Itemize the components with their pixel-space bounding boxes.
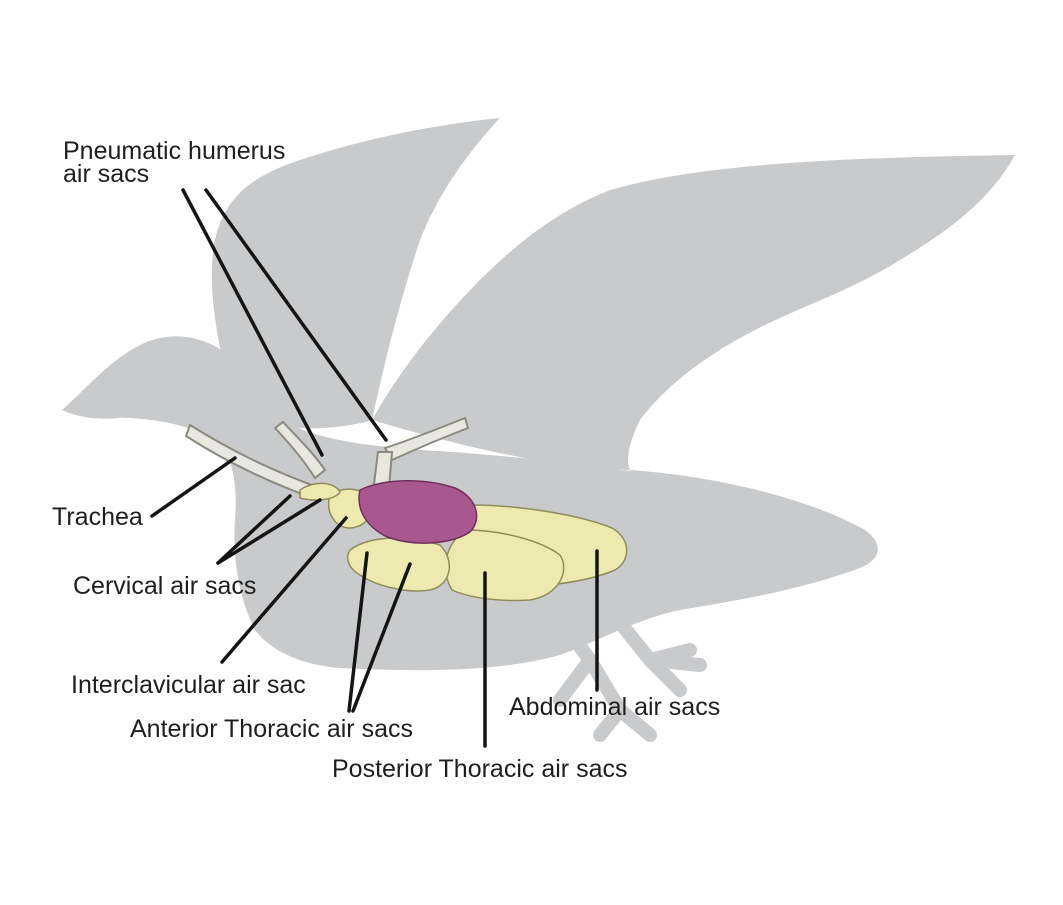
bird-silhouette-icon xyxy=(62,118,1015,742)
humerus-tube-left xyxy=(273,420,327,480)
leader-line-cervical-1 xyxy=(216,494,292,565)
label-interclavicular-air-sac: Interclavicular air sac xyxy=(71,671,306,699)
leader-line-anterior-thoracic-2 xyxy=(351,562,412,713)
label-posterior-thoracic-air-sacs: Posterior Thoracic air sacs xyxy=(332,755,628,783)
bird-beak xyxy=(62,396,120,419)
cervical-air-sac-shape xyxy=(299,482,341,501)
label-anterior-thoracic-air-sacs: Anterior Thoracic air sacs xyxy=(130,715,413,743)
label-pneumatic-humerus-air-sacs: Pneumatic humerus air sacs xyxy=(63,137,286,188)
label-trachea: Trachea xyxy=(52,503,143,531)
bird-tail xyxy=(630,470,870,562)
bird-wing-near xyxy=(372,155,1015,470)
bird-wing-far xyxy=(211,118,500,429)
bird-leg-2 xyxy=(603,603,707,697)
label-abdominal-air-sacs: Abdominal air sacs xyxy=(509,693,721,721)
leader-line-trachea xyxy=(150,456,237,518)
leader-line-humerus-right xyxy=(204,188,388,442)
leader-line-anterior-thoracic-1 xyxy=(347,551,369,713)
lung-shape xyxy=(358,480,478,544)
leader-line-cervical-2 xyxy=(216,498,322,565)
leader-line-humerus-left xyxy=(181,188,324,457)
air-sacs xyxy=(299,482,628,602)
leader-line-interclavicular xyxy=(220,516,348,664)
humerus-tube-right xyxy=(383,416,470,462)
label-cervical-air-sacs: Cervical air sacs xyxy=(73,572,257,600)
leader-lines xyxy=(150,188,599,748)
bird-leg-1 xyxy=(553,613,657,742)
